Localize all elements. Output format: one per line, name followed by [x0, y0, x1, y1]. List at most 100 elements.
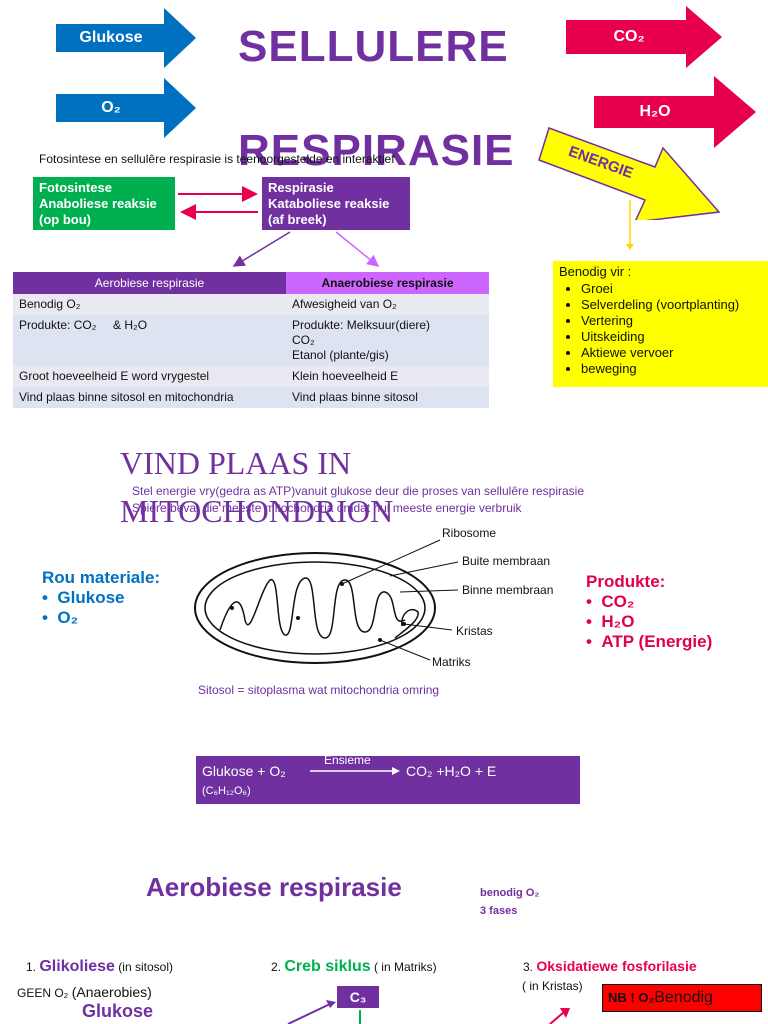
- connector-arrows: [178, 186, 634, 267]
- c3-label: C₃: [349, 989, 367, 1005]
- phase2-heading: 2. Creb siklus ( in Matriks): [271, 958, 437, 976]
- nb-rest: Benodig: [654, 989, 713, 1006]
- nb-box: NB ! O₂Benodig: [602, 984, 762, 1012]
- produkte-item: • H₂O: [586, 612, 635, 631]
- phase2-num: 2.: [271, 960, 282, 974]
- rou-item: • Glukose: [42, 588, 125, 607]
- h2o-arrow: H₂O: [594, 76, 756, 148]
- title-line1: SELLULERE: [238, 22, 509, 71]
- table-row: Groot hoeveelheid E word vrygestel Klein…: [13, 366, 489, 387]
- energie-arrow: ENERGIE: [535, 120, 721, 223]
- produkte-item-text: CO₂: [601, 592, 635, 611]
- phase2-where: ( in Matriks): [373, 960, 437, 974]
- fotosintese-l2: Anaboliese reaksie: [39, 196, 157, 211]
- table-cell: Afwesigheid van O₂: [286, 294, 489, 315]
- vind-plaas-line2: MITOCHONDRION: [120, 493, 394, 529]
- table-row: Benodig O₂ Afwesigheid van O₂: [13, 294, 489, 315]
- table-header-aerobies: Aerobiese respirasie: [13, 272, 286, 294]
- title-line2: RESPIRASIE: [238, 126, 515, 175]
- produkte-title: Produkte:: [586, 572, 666, 591]
- rou-item: • O₂: [42, 608, 79, 627]
- produkte: Produkte: • CO₂ • H₂O • ATP (Energie): [586, 572, 712, 652]
- list-item: Groei: [581, 281, 762, 297]
- stel-energie-text: Stel energie vry(gedra as ATP)vanuit glu…: [132, 484, 585, 498]
- list-item: Aktiewe vervoer: [581, 345, 762, 361]
- sitosol-text: Sitosol = sitoplasma wat mitochondria om…: [198, 683, 440, 697]
- phase3-num: 3.: [523, 960, 534, 974]
- respiration-table: Aerobiese respirasie Anaerobiese respira…: [13, 272, 489, 408]
- rou-item-text: Glukose: [57, 588, 125, 607]
- intro-text: Fotosintese en sellulêre respirasie is t…: [39, 152, 395, 166]
- equation-formula: (C₆H₁₂O₆): [202, 785, 251, 797]
- respirasie-l3: (af breek): [268, 212, 327, 227]
- table-cell: Vind plaas binne sitosol: [286, 387, 489, 408]
- phase3-heading: 3. Oksidatiewe fosforilasie: [523, 958, 697, 974]
- benodig-box: Benodig vir : Groei Selverdeling (voortp…: [553, 261, 768, 387]
- respirasie-box: Respirasie Kataboliese reaksie (af breek…: [262, 177, 410, 230]
- rou-title: Rou materiale:: [42, 568, 161, 587]
- equation-left: Glukose + O₂: [202, 763, 286, 779]
- aerobiese-title: Aerobiese respirasie: [146, 872, 402, 902]
- label-matriks: Matriks: [432, 655, 471, 669]
- produkte-item-text: ATP (Energie): [601, 632, 713, 651]
- list-item: Vertering: [581, 313, 762, 329]
- h2o-label: H₂O: [639, 103, 671, 120]
- produkte-item: • CO₂: [586, 592, 635, 611]
- phase1-anaerobies: (Anaerobies): [71, 984, 152, 1000]
- phase1-glukose: Glukose: [82, 1001, 154, 1021]
- rou-item-text: O₂: [57, 608, 79, 627]
- co2-arrow: CO₂: [566, 6, 722, 68]
- o2-label: O₂: [101, 99, 121, 116]
- equation-right: CO₂ +H₂O + E: [406, 763, 497, 779]
- aerobiese-note2: 3 fases: [480, 905, 518, 917]
- phase2-arrows: [287, 1000, 361, 1024]
- rou-materiale: Rou materiale: • Glukose • O₂: [42, 568, 160, 628]
- table-cell: Groot hoeveelheid E word vrygestel: [13, 366, 286, 387]
- label-kristas: Kristas: [456, 624, 493, 638]
- co2-label: CO₂: [613, 28, 645, 45]
- nb-bold: NB ! O₂: [608, 990, 655, 1005]
- phase1-name: Glikoliese: [39, 958, 115, 975]
- table-cell: Benodig O₂: [13, 294, 286, 315]
- table-cell: Klein hoeveelheid E: [286, 366, 489, 387]
- respirasie-l1: Respirasie: [268, 180, 334, 195]
- phase1-where: (in sitosol): [118, 960, 173, 974]
- arrow-shape-icon: [56, 8, 196, 68]
- aerobiese-note1: benodig O₂: [480, 887, 540, 899]
- list-item: Uitskeiding: [581, 329, 762, 345]
- phase2-name: Creb siklus: [284, 958, 371, 975]
- table-cell: Vind plaas binne sitosol en mitochondria: [13, 387, 286, 408]
- phase3-where: ( in Kristas): [522, 979, 583, 993]
- reaction-arrow-icon: [310, 767, 400, 775]
- phase1-heading: 1. Glikoliese (in sitosol): [26, 958, 173, 976]
- label-binne-membraan: Binne membraan: [462, 583, 554, 597]
- list-item: beweging: [581, 361, 762, 377]
- fotosintese-box: Fotosintese Anaboliese reaksie (op bou): [33, 177, 175, 230]
- produkte-item: • ATP (Energie): [586, 632, 713, 651]
- table-cell: Produkte: CO₂ & H₂O: [13, 315, 286, 366]
- glukose-label: Glukose: [79, 29, 143, 46]
- o2-arrow: O₂: [56, 78, 196, 138]
- phase3-arrow: [549, 1008, 570, 1024]
- label-buite-membraan: Buite membraan: [462, 554, 551, 568]
- phase3-name: Oksidatiewe fosforilasie: [536, 958, 697, 974]
- mitochondrion-diagram: [194, 539, 459, 664]
- c3-box: C₃: [337, 986, 379, 1008]
- phase1-geen-text: GEEN O₂: [17, 986, 69, 1000]
- arrow-shape-icon: [56, 78, 196, 138]
- arrow-shape-icon: [566, 6, 722, 68]
- phase1-num: 1.: [26, 960, 37, 974]
- energie-arrow-shape-icon: [538, 127, 721, 223]
- vind-plaas-line1: VIND PLAAS IN: [120, 445, 352, 481]
- respirasie-l2: Kataboliese reaksie: [268, 196, 390, 211]
- table-row: Produkte: CO₂ & H₂O Produkte: Melksuur(d…: [13, 315, 489, 366]
- arrow-shape-icon: [594, 76, 756, 148]
- table-row: Vind plaas binne sitosol en mitochondria…: [13, 387, 489, 408]
- fotosintese-l3: (op bou): [39, 212, 91, 227]
- table-cell: Produkte: Melksuur(diere) CO₂ Etanol (pl…: [286, 315, 489, 366]
- table-header-anaerobies: Anaerobiese respirasie: [286, 272, 489, 294]
- spiere-text: Spiere bevat die meeste mitochondria omd…: [132, 501, 522, 515]
- glukose-arrow: Glukose: [56, 8, 196, 68]
- equation-enzyme: Ensieme: [324, 753, 371, 767]
- fotosintese-l1: Fotosintese: [39, 180, 112, 195]
